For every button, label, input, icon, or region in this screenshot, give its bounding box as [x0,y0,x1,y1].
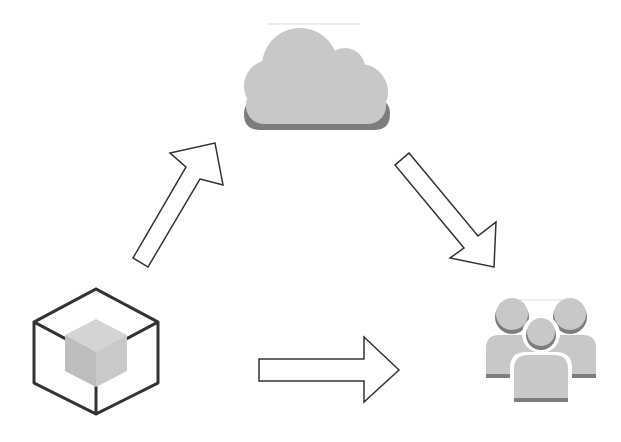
arrow-package-to-cloud [131,142,224,269]
users-group-icon [486,298,596,404]
arrow-package-to-users [258,335,401,404]
arrow-cloud-to-users [393,151,497,268]
cloud-icon [244,23,390,130]
cube-icon [32,287,160,416]
